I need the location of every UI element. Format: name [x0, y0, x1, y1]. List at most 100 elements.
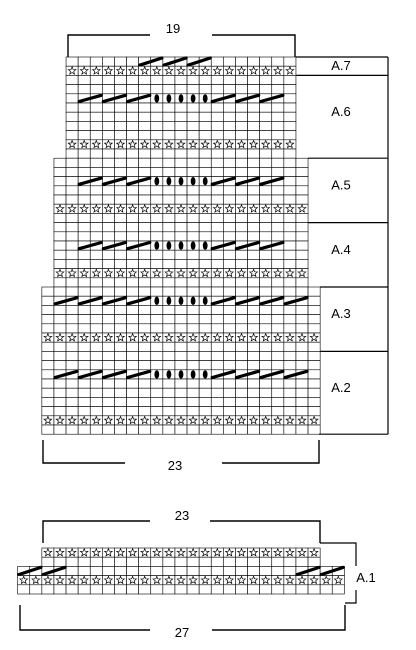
chart-cell: [174, 121, 188, 131]
chart-cell: [150, 121, 164, 131]
chart-cell: [138, 231, 152, 242]
chart-cell: [102, 305, 115, 315]
chart-cell: [235, 102, 248, 113]
chart-cell: [283, 556, 297, 567]
chart-cell: [223, 584, 236, 595]
decrease-slash-symbol: [234, 296, 261, 306]
chart-cell: [174, 249, 188, 260]
chart-cell: [247, 121, 260, 131]
chart-cell: [150, 222, 164, 233]
chart-cell: [89, 121, 103, 131]
chart-cell: [162, 387, 176, 398]
purl-star-symbol: [285, 65, 295, 75]
chart-cell: [295, 286, 309, 297]
yarn-over-oval-symbol: [202, 370, 208, 379]
bottom-top-bracket: [42, 520, 321, 543]
chart-section-a4: [53, 222, 309, 288]
chart-cell: [102, 121, 115, 131]
purl-star-symbol: [321, 575, 331, 585]
chart-row: [41, 369, 321, 380]
chart-cell: [295, 397, 309, 407]
chart-cell: [210, 314, 224, 325]
chart-cell: [162, 424, 176, 435]
top-width-bracket: [67, 34, 296, 57]
purl-star-symbol: [103, 415, 114, 425]
yarn-over-oval-symbol: [166, 177, 172, 186]
yarn-over-oval-symbol: [154, 177, 160, 186]
chart-row: [65, 102, 297, 113]
chart-cell: [162, 378, 176, 389]
decrease-slash-symbol: [259, 93, 285, 104]
chart-section-a2: [41, 351, 321, 435]
chart-cell: [283, 130, 297, 141]
chart-cell: [53, 176, 67, 187]
chart-cell: [150, 323, 164, 334]
chart-cell: [77, 341, 91, 352]
chart-cell: [126, 351, 139, 361]
chart-cell: [77, 249, 91, 260]
chart-cell: [210, 56, 224, 67]
chart-cell: [65, 406, 79, 417]
decrease-slash-symbol: [125, 176, 152, 186]
chart-cell: [114, 314, 127, 325]
chart-cell: [295, 584, 309, 595]
chart-cell: [77, 130, 91, 141]
yarn-over-oval-symbol: [202, 296, 208, 305]
chart-cell: [65, 286, 79, 297]
chart-cell: [138, 111, 152, 122]
purl-star-symbol: [67, 575, 77, 585]
yarn-over-oval-symbol: [166, 296, 172, 305]
chart-cell: [198, 213, 212, 223]
purl-star-symbol: [43, 547, 53, 557]
purl-star-symbol: [115, 575, 126, 585]
chart-cell: [138, 305, 152, 315]
chart-cell: [174, 286, 188, 297]
chart-cell: [114, 249, 127, 260]
chart-row: [65, 148, 297, 159]
chart-cell: [126, 84, 139, 95]
chart-cell: [198, 378, 212, 389]
a1-label-bracket: [320, 542, 357, 604]
chart-cell: [295, 157, 309, 168]
chart-cell: [295, 185, 309, 196]
chart-cell: [271, 584, 285, 595]
chart-cell: [150, 424, 164, 435]
purl-star-symbol: [79, 547, 89, 557]
purl-star-symbol: [236, 65, 247, 75]
chart-cell: [174, 360, 188, 371]
chart-cell: [114, 286, 127, 297]
section-label: A.7: [331, 58, 351, 73]
chart-cell: [198, 231, 212, 242]
chart-cell: [259, 351, 273, 361]
chart-cell: [89, 305, 103, 315]
chart-cell: [126, 323, 139, 334]
chart-cell: [235, 185, 248, 196]
chart-cell: [247, 378, 260, 389]
chart-cell: [223, 213, 236, 223]
purl-star-symbol: [164, 268, 174, 278]
chart-cell: [41, 295, 55, 306]
chart-cell: [162, 351, 176, 361]
decrease-slash-symbol: [210, 93, 237, 104]
chart-cell: [89, 56, 103, 67]
chart-cell: [223, 185, 236, 196]
purl-star-symbol: [236, 332, 247, 342]
decrease-slash-symbol: [17, 565, 43, 577]
chart-cell: [210, 387, 224, 398]
chart-cell: [162, 305, 176, 315]
chart-cell: [41, 406, 55, 417]
chart-cell: [162, 360, 176, 371]
chart-cell: [247, 167, 260, 177]
decrease-slash-symbol: [125, 240, 152, 251]
chart-cell: [77, 277, 91, 288]
purl-star-symbol: [285, 575, 295, 585]
purl-star-symbol: [224, 139, 235, 149]
chart-row: [41, 295, 321, 306]
purl-star-symbol: [273, 268, 283, 278]
purl-star-symbol: [200, 332, 210, 342]
chart-cell: [271, 406, 285, 417]
purl-star-symbol: [224, 268, 235, 278]
purl-star-symbol: [127, 203, 138, 213]
chart-cell: [198, 249, 212, 260]
chart-cell: [210, 406, 224, 417]
